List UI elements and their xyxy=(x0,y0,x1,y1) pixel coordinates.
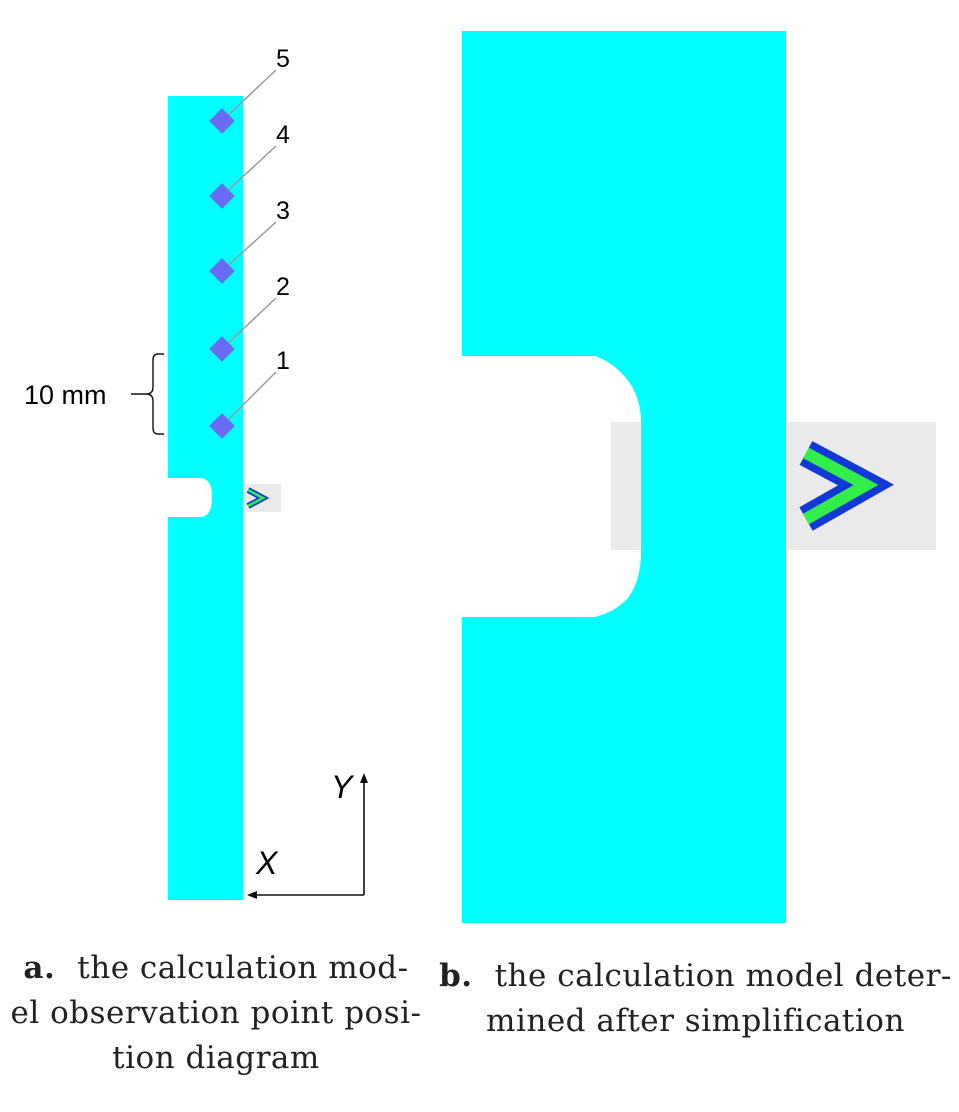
caption-b-line-1: b. the calculation model deter- xyxy=(432,954,959,999)
observation-point-label: 2 xyxy=(276,273,290,301)
observation-point-label: 1 xyxy=(276,347,290,375)
observation-point-label: 5 xyxy=(276,45,290,73)
caption-a: a. the calculation mod- el observation po… xyxy=(0,946,432,1081)
caption-a-line-3: tion diagram xyxy=(112,1040,320,1076)
leader-line xyxy=(221,221,277,272)
diamond-marker-icon xyxy=(209,336,235,362)
caption-a-letter: a. xyxy=(23,950,56,986)
coordinate-axes: Y X xyxy=(247,769,368,899)
panel-b xyxy=(462,31,936,923)
spacing-dimension: 10 mm xyxy=(24,353,164,435)
observation-point-label: 3 xyxy=(276,197,290,225)
caption-b-line-2: mined after simplification xyxy=(486,1003,905,1039)
caption-b-letter: b. xyxy=(439,958,473,994)
leader-line xyxy=(221,69,277,122)
curly-brace xyxy=(131,353,164,435)
leader-line xyxy=(221,371,277,427)
caption-b-text-1: the calculation model deter- xyxy=(494,958,952,994)
diamond-marker-icon xyxy=(209,413,235,439)
observation-point-3: 3 xyxy=(209,197,290,284)
panel-a: 5 4 3 2 1 10 mm xyxy=(24,45,368,900)
leader-line xyxy=(221,145,277,197)
chevron-small-icon xyxy=(246,487,270,509)
plate-b xyxy=(462,31,786,923)
caption-a-text-1: the calculation mod- xyxy=(77,950,409,986)
observation-point-label: 4 xyxy=(276,121,290,149)
observation-point-5: 5 xyxy=(209,45,290,134)
spacing-label: 10 mm xyxy=(24,380,107,410)
caption-a-line-1: a. the calculation mod- xyxy=(0,946,432,991)
leader-line xyxy=(221,297,277,350)
observation-point-2: 2 xyxy=(209,273,290,362)
y-axis-label: Y xyxy=(331,769,355,805)
plate-a xyxy=(168,96,243,900)
x-axis-label: X xyxy=(255,845,279,881)
observation-point-1: 1 xyxy=(209,347,290,439)
caption-a-line-2: el observation point posi- xyxy=(10,995,422,1031)
caption-b: b. the calculation model deter- mined aft… xyxy=(432,954,959,1044)
diamond-marker-icon xyxy=(209,258,235,284)
chevron-large-icon xyxy=(799,441,895,531)
